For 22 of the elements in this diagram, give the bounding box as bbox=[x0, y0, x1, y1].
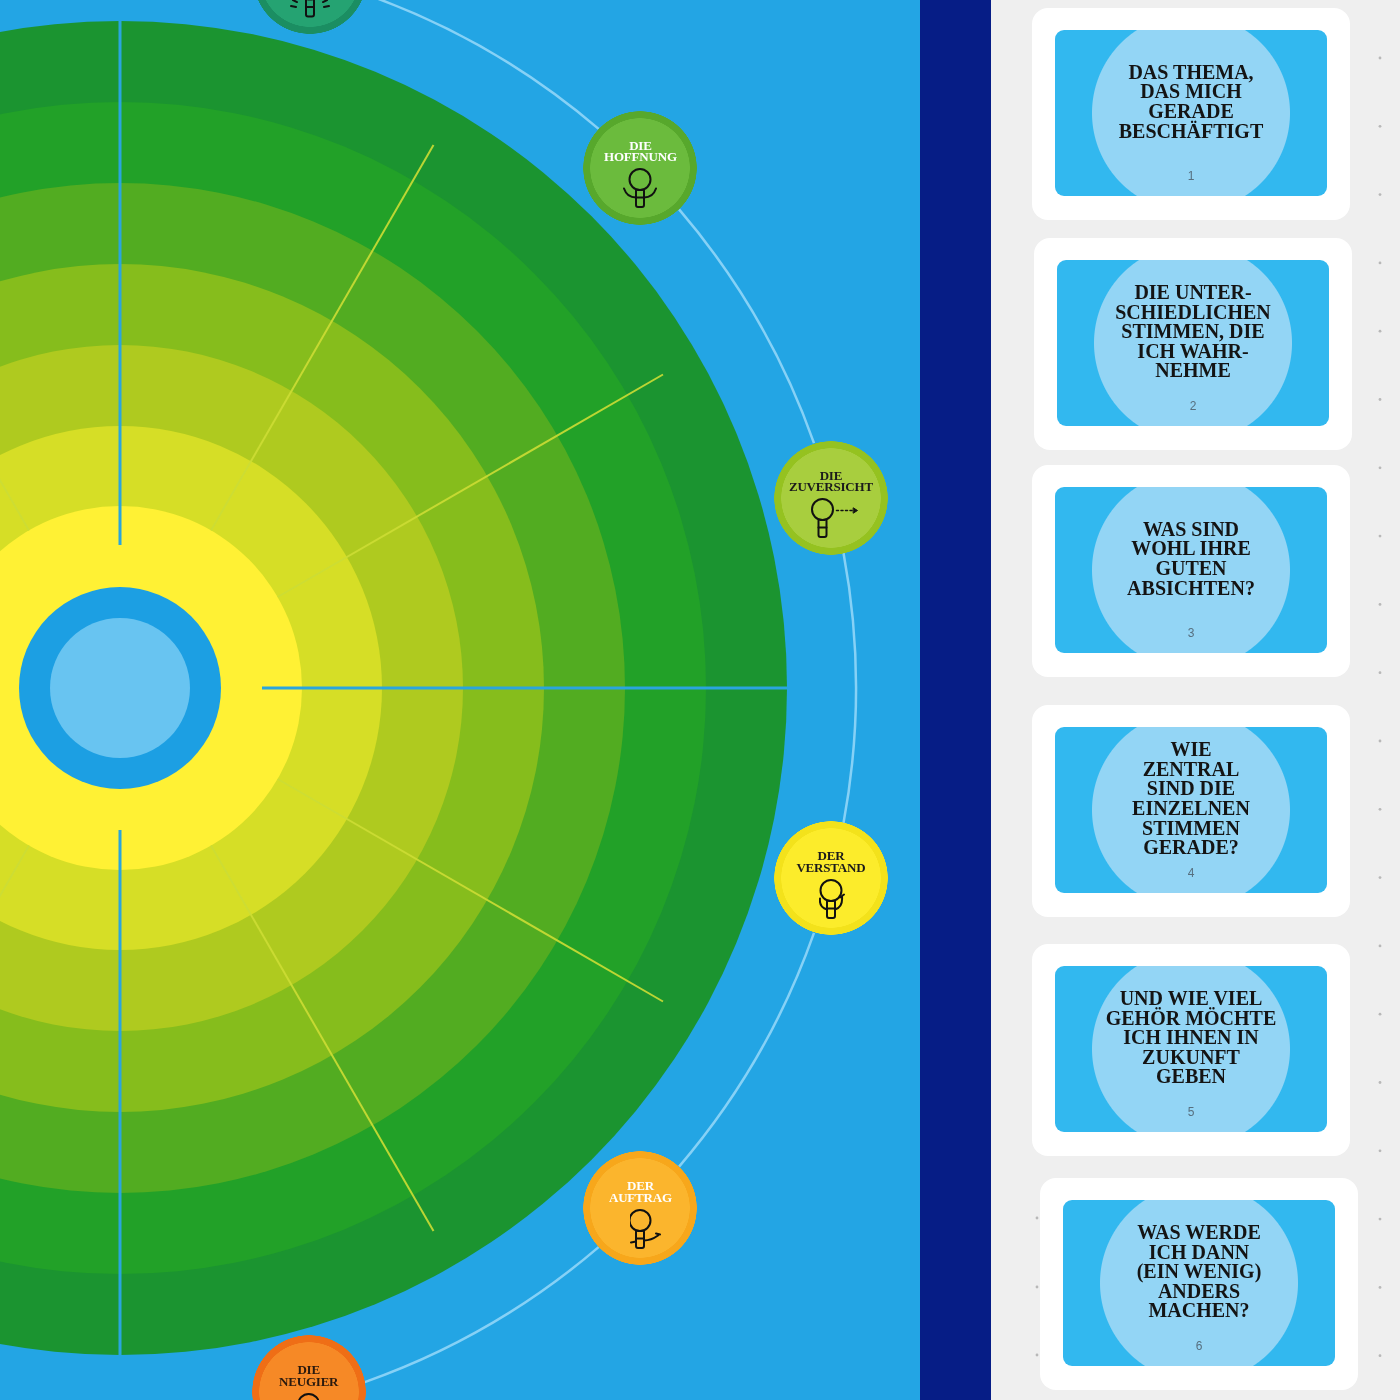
orbit-line bbox=[842, 552, 858, 824]
question-card bbox=[1034, 238, 1352, 450]
question-card bbox=[1032, 705, 1350, 917]
question-card bbox=[1032, 465, 1350, 677]
question-card bbox=[1040, 1178, 1358, 1390]
question-text: WAS WERDE ICH DANN (EIN WENIG) ANDERS MACHEN? bbox=[1135, 1223, 1263, 1321]
card-number: 5 bbox=[1187, 1105, 1195, 1119]
question-text: UND WIE VIEL GEHÖR MÖCHTE ICH IHNEN IN ZUKUNFT GEBEN bbox=[1105, 989, 1277, 1087]
badge-label: DER VERSTAND bbox=[796, 850, 866, 874]
card-number: 3 bbox=[1187, 626, 1195, 640]
card-number: 4 bbox=[1187, 866, 1195, 880]
card-number: 1 bbox=[1187, 169, 1195, 183]
question-card bbox=[1032, 944, 1350, 1156]
question-text: DAS THEMA, DAS MICH GERADE BESCHÄFTIGT bbox=[1117, 62, 1265, 142]
question-card bbox=[1032, 8, 1350, 220]
badge-label: DIE NEUGIER bbox=[279, 1364, 339, 1388]
question-text: WIE ZENTRAL SIND DIE EINZELNEN STIMMEN GERADE? bbox=[1131, 740, 1251, 858]
question-text: DIE UNTER- SCHIEDLICHEN STIMMEN, DIE ICH WAHR- NEHME bbox=[1114, 283, 1272, 381]
question-text: WAS SIND WOHL IHRE GUTEN ABSICHTEN? bbox=[1126, 519, 1256, 599]
badge-label: DIE ZUVERSICHT bbox=[788, 469, 873, 493]
card-number: 2 bbox=[1189, 399, 1197, 413]
card-number: 6 bbox=[1195, 1339, 1203, 1353]
